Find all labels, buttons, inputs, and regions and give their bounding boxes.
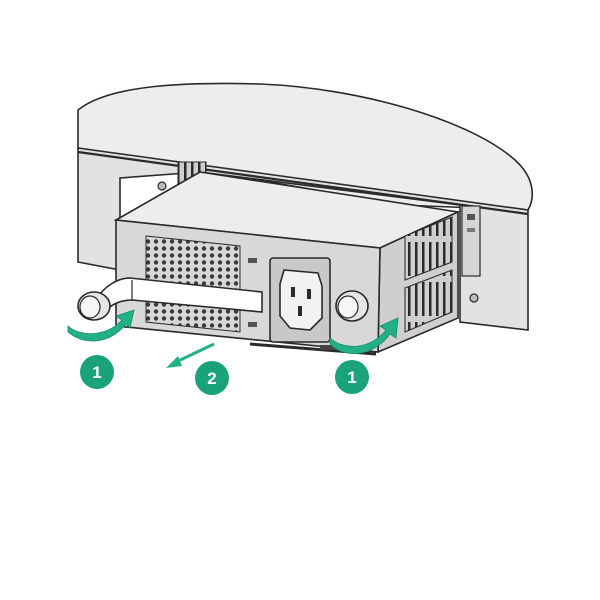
chassis	[77, 82, 534, 331]
callout-label: 2	[207, 369, 216, 388]
inlet-pin-icon	[298, 306, 302, 316]
rotate-arrow-right-icon	[329, 317, 399, 355]
left-captive-screw	[77, 291, 111, 321]
callout-badge-1-right: 1	[335, 360, 369, 394]
chassis-screw-icon	[469, 293, 479, 303]
right-captive-screw	[335, 290, 369, 322]
chassis-label-plate	[461, 205, 481, 277]
chassis-top-cover	[77, 82, 534, 211]
chassis-front-face	[77, 147, 529, 331]
callout-badge-1-left: 1	[80, 355, 114, 389]
rotate-arrow-left-icon	[67, 309, 135, 342]
inlet-pin-icon	[307, 289, 311, 299]
callout-label: 1	[347, 368, 356, 387]
callout-label: 1	[92, 363, 101, 382]
inlet-pin-icon	[291, 287, 295, 297]
callout-badge-2: 2	[195, 361, 229, 395]
pull-out-arrow-icon	[166, 342, 215, 368]
power-module	[113, 171, 461, 356]
status-led-icon	[248, 322, 257, 327]
status-led-icon	[248, 258, 257, 263]
chassis-screw-icon	[157, 181, 167, 191]
